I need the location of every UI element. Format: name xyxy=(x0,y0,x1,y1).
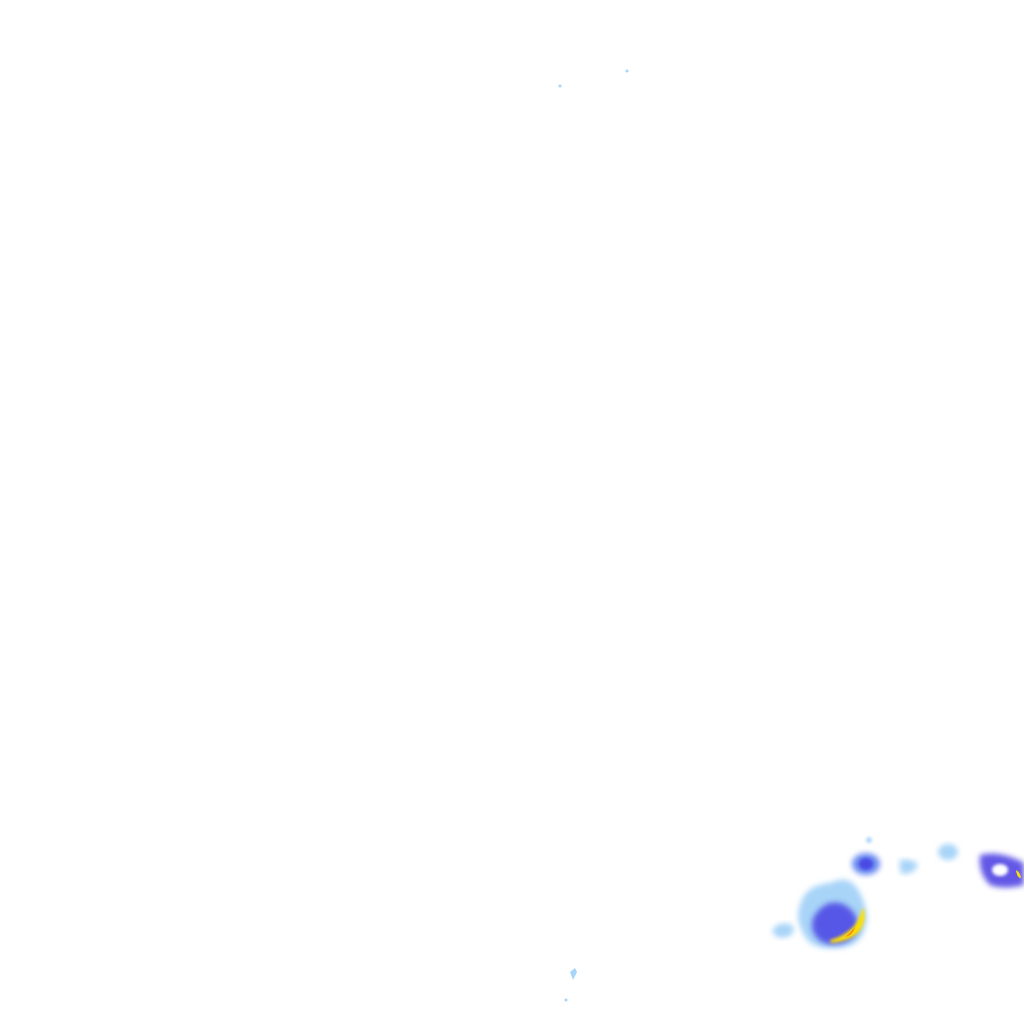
storm-cell-center xyxy=(852,837,958,875)
storm-cell-main xyxy=(772,879,867,949)
storm-cell-east xyxy=(979,853,1024,888)
echo-specks xyxy=(558,69,629,1002)
